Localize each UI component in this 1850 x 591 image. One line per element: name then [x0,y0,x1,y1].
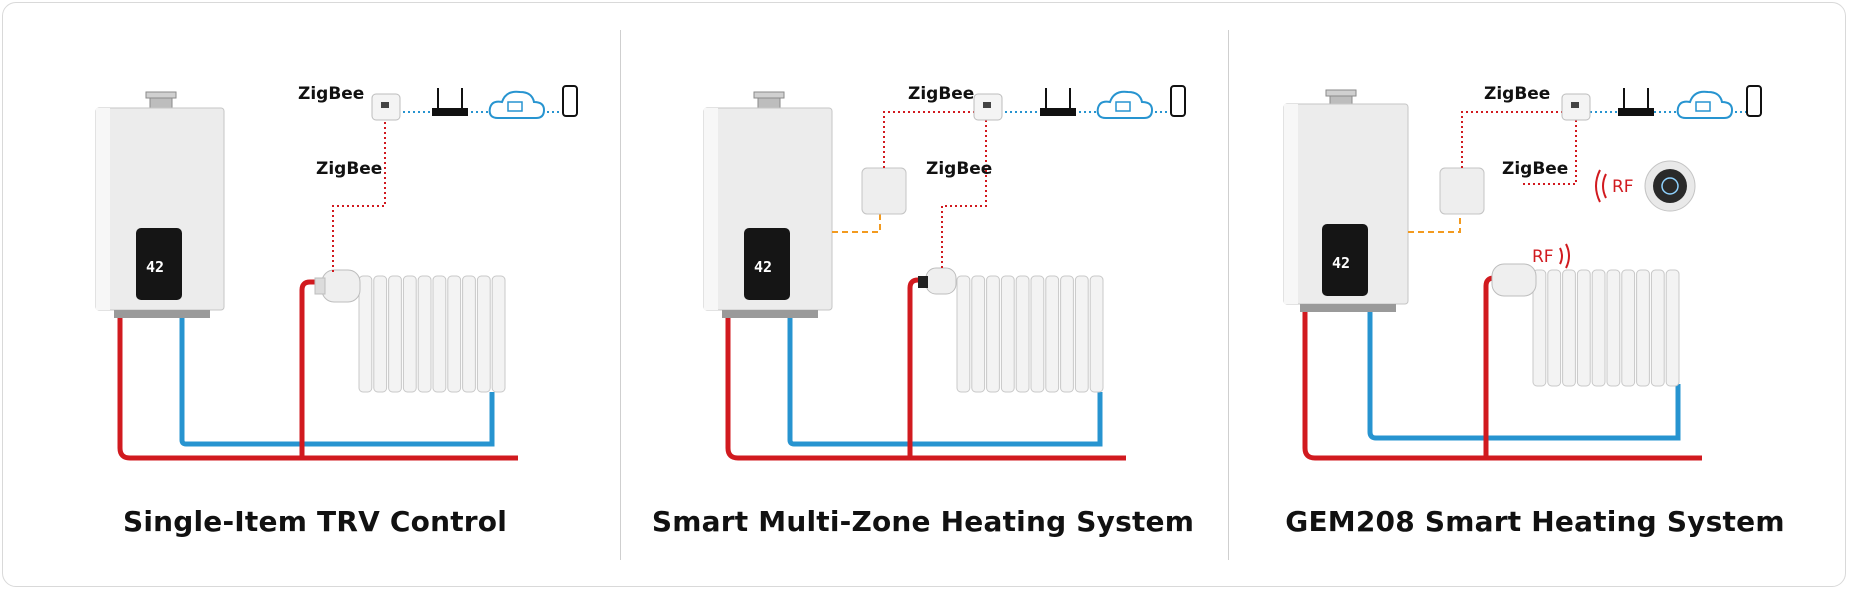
radiator-fin [1606,269,1621,387]
zigbee-gateway-icon [973,93,1003,121]
hot-pipe [1302,312,1702,461]
divider-1 [620,30,621,560]
panel-1-caption: Single-Item TRV Control [122,505,508,538]
cold-pipe [787,315,1103,447]
trv-icon [314,269,361,303]
radiator-fin [1074,275,1089,393]
zigbee-label-top: ZigBee [298,84,364,104]
radiator-fin [1045,275,1060,393]
panel-1-diagram: 42 [95,84,578,461]
radiator-fin [1576,269,1591,387]
radiator-fin [432,275,447,393]
thermostat-icon [1644,160,1696,212]
panel-2-caption: Smart Multi-Zone Heating System [651,505,1195,538]
zigbee-gateway-icon [371,93,401,121]
zigbee-label-mid: ZigBee [1502,159,1568,179]
cloud-icon [1676,90,1734,119]
radiator-fin [1015,275,1030,393]
radiator-fin [476,275,491,393]
radiator-fin [1532,269,1547,387]
radiator-fin [1060,275,1074,393]
wired-link [832,212,881,233]
router-icon [1618,88,1654,116]
panel-single-trv: 42 [10,0,620,591]
radiator-icon [956,275,1104,393]
radiator-fin [1030,275,1045,393]
router-icon [1040,88,1076,116]
radiator-fin [1547,269,1562,387]
zigbee-link-receiver [1461,111,1562,168]
panel-multi-zone: 42 [618,0,1228,591]
zigbee-link-receiver [883,111,974,168]
divider-2 [1228,30,1229,560]
panel-gem208: 42 [1230,0,1840,591]
radiator-icon [1532,269,1680,387]
boiler-icon: 42 [1283,89,1409,312]
boiler-display: 42 [146,258,164,276]
radiator-icon [358,275,506,393]
radiator-fin [1665,269,1680,387]
cloud-icon [1096,90,1154,119]
boiler-icon: 42 [703,91,833,318]
radiator-fin [373,275,388,393]
radiator-fin [1621,269,1636,387]
rf-thermostat-label: RF [1612,177,1634,197]
radiator-fin [388,275,402,393]
radiator-fin [491,275,506,393]
zigbee-label-top: ZigBee [1484,84,1550,104]
boiler-display: 42 [1332,254,1350,272]
radiator-fin [1591,269,1606,387]
zigbee-link [332,114,386,272]
trv-icon [1491,263,1537,297]
radiator-fin [956,275,971,393]
smartphone-icon [562,85,578,117]
boiler-display: 42 [754,258,772,276]
radiator-fin [971,275,986,393]
trv-icon [918,267,957,295]
rf-wave-icon [1559,243,1570,269]
wired-link [1408,212,1461,233]
zigbee-gateway-icon [1561,93,1591,121]
cold-pipe [179,315,495,447]
radiator-fin [1562,269,1576,387]
radiator-fin [1000,275,1015,393]
panel-2-diagram: 42 [703,84,1186,461]
zigbee-link [1520,120,1577,185]
zigbee-label-mid: ZigBee [926,159,992,179]
radiator-fin [358,275,373,393]
receiver-icon [861,167,907,215]
receiver-icon [1439,167,1485,215]
radiator-fin [986,275,1000,393]
zigbee-label-mid: ZigBee [316,159,382,179]
radiator-fin [1650,269,1665,387]
cloud-icon [488,90,546,119]
router-icon [432,88,468,116]
hot-pipe [117,315,518,461]
radiator-fin [1089,275,1104,393]
panel-3-caption: GEM208 Smart Heating System [1285,505,1785,538]
smartphone-icon [1746,85,1762,117]
hot-pipe-branch [907,277,930,458]
radiator-fin [447,275,462,393]
hot-pipe-branch [1483,275,1502,458]
smartphone-icon [1170,85,1186,117]
radiator-fin [417,275,432,393]
hot-pipe-branch [299,279,322,458]
rf-wave-icon [1595,169,1607,203]
hot-pipe [725,315,1126,461]
radiator-fin [402,275,417,393]
boiler-icon: 42 [95,91,225,318]
zigbee-link [941,112,987,268]
rf-trv-label: RF [1532,247,1554,267]
zigbee-label-top: ZigBee [908,84,974,104]
cold-pipe [1367,312,1681,441]
radiator-fin [462,275,476,393]
radiator-fin [1636,269,1650,387]
panel-3-diagram: 42 [1283,84,1762,461]
